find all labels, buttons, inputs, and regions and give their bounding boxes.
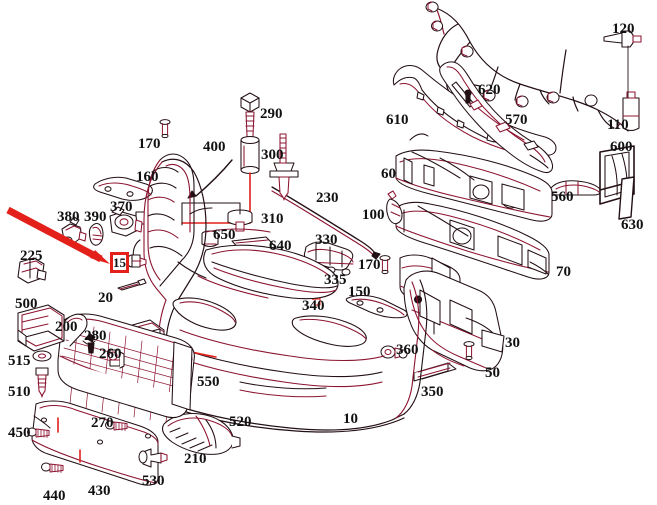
- callout-160: 160: [136, 169, 159, 185]
- callout-390: 390: [84, 209, 107, 225]
- callout-170-upper: 170: [138, 136, 161, 152]
- callout-170-lower: 170: [358, 257, 381, 273]
- callout-350: 350: [421, 384, 444, 400]
- callout-20: 20: [98, 290, 113, 306]
- callout-520: 520: [229, 414, 252, 430]
- callout-330: 330: [315, 232, 338, 248]
- callout-515: 515: [8, 353, 31, 369]
- highlighted-part-15-label: 15: [113, 255, 126, 270]
- highlighted-part-15-box[interactable]: 15: [110, 252, 129, 273]
- callout-340: 340: [302, 298, 325, 314]
- callout-610: 610: [386, 112, 409, 128]
- callout-120: 120: [612, 21, 635, 37]
- callout-630: 630: [621, 217, 644, 233]
- callout-650: 650: [213, 227, 236, 243]
- callout-360: 360: [396, 342, 419, 358]
- callout-300: 300: [261, 147, 284, 163]
- callout-560: 560: [551, 189, 574, 205]
- callout-30: 30: [505, 335, 520, 351]
- callout-310: 310: [261, 211, 284, 227]
- callout-570: 570: [505, 112, 528, 128]
- callout-280: 280: [84, 328, 107, 344]
- callout-200: 200: [55, 319, 78, 335]
- callout-225: 225: [20, 248, 43, 264]
- callout-510: 510: [8, 384, 31, 400]
- callout-70: 70: [556, 264, 571, 280]
- callout-380: 380: [57, 209, 80, 225]
- callout-290: 290: [260, 106, 283, 122]
- callout-400: 400: [203, 139, 226, 155]
- callout-270: 270: [91, 415, 114, 431]
- callout-230: 230: [316, 190, 339, 206]
- callout-530: 530: [142, 473, 165, 489]
- callout-110: 110: [607, 117, 629, 133]
- callout-550: 550: [197, 374, 220, 390]
- callout-440: 440: [43, 488, 66, 504]
- callout-500: 500: [15, 296, 38, 312]
- callout-50: 50: [485, 365, 500, 381]
- callout-620: 620: [478, 82, 501, 98]
- callout-335: 335: [324, 272, 347, 288]
- callout-370: 370: [110, 199, 133, 215]
- callout-450: 450: [8, 425, 31, 441]
- callout-10: 10: [343, 411, 358, 427]
- callout-260: 260: [99, 346, 122, 362]
- callout-430: 430: [88, 483, 111, 499]
- callout-640: 640: [269, 238, 292, 254]
- callout-210: 210: [184, 451, 207, 467]
- callout-100: 100: [362, 207, 385, 223]
- callout-60: 60: [381, 166, 396, 182]
- callout-600: 600: [610, 139, 633, 155]
- callout-150: 150: [348, 284, 371, 300]
